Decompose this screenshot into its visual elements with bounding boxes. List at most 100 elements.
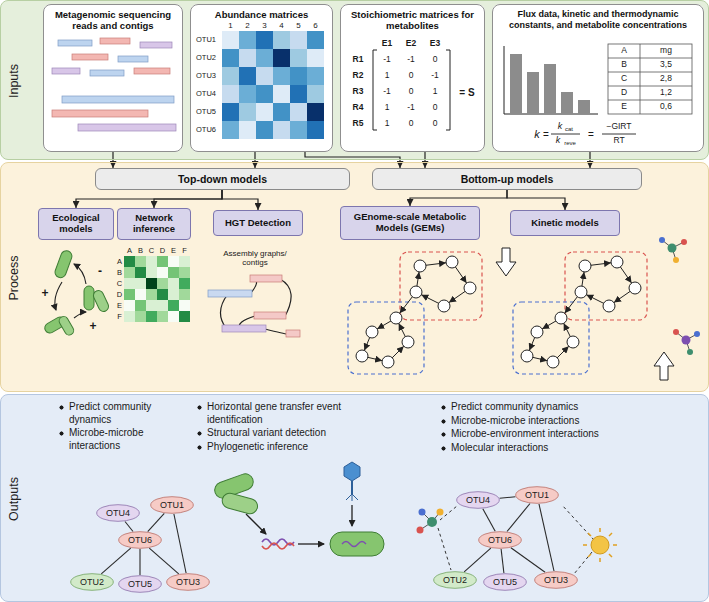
kinetic-network: [668, 244, 677, 253]
bacteria-interactions: [74, 264, 86, 284]
kinetic-network: [555, 312, 567, 324]
network-matrix: [135, 278, 146, 289]
otu-label: OTU1: [160, 500, 184, 510]
abundance-heatmap: [273, 31, 290, 49]
otu-ellipse: [457, 492, 500, 509]
connector: [125, 522, 133, 532]
network-matrix: [135, 256, 146, 267]
hgt-illustration: [330, 532, 384, 556]
kinetic-network: [496, 248, 516, 276]
bar-chart: [578, 100, 590, 114]
abundance-heatmap: [290, 103, 307, 121]
kinetic-network: [567, 336, 579, 348]
matrix-label: -1: [431, 71, 439, 80]
abundance-heatmap: [239, 121, 256, 139]
assembly-graph: [250, 275, 282, 282]
matrix-label: 1: [385, 103, 390, 112]
input-box-fill: [340, 4, 485, 152]
model-box: Kinetic models: [510, 210, 620, 236]
bar-chart: [504, 46, 598, 114]
bar-chart: [510, 54, 522, 114]
matrix-label: E1: [382, 39, 392, 48]
abundance-heatmap: [307, 103, 324, 121]
abundance-heatmap: [290, 49, 307, 67]
otu-ellipse: [535, 572, 578, 589]
connector: [464, 548, 491, 572]
abundance-heatmap: [290, 85, 307, 103]
bacteria-interactions: [74, 312, 86, 318]
connector: [174, 514, 186, 573]
network-matrix: [157, 278, 168, 289]
matrix-bracket: [373, 50, 377, 130]
matrix-label: -1: [383, 55, 391, 64]
input-box: Metagenomic sequencing reads and contigs: [43, 4, 183, 152]
otu-label: OTU5: [493, 577, 517, 587]
band-label: Inputs: [7, 64, 21, 98]
connector: [305, 152, 400, 168]
molecule-icon: [427, 517, 437, 527]
abundance-heatmap: [256, 103, 273, 121]
matrix-label: 0: [409, 87, 414, 96]
box-title: Abundance matrices: [191, 5, 332, 20]
data-table: [608, 44, 692, 114]
kinetic-network: [547, 356, 559, 368]
matrix-label: F: [182, 246, 187, 254]
otu-label: OTU2: [443, 575, 467, 585]
gem-network: [414, 260, 426, 272]
connector: [507, 190, 565, 210]
abundance-heatmap: [290, 121, 307, 139]
kinetic-network: [654, 352, 674, 380]
abundance-heatmap: [222, 85, 239, 103]
network-matrix: [179, 311, 190, 322]
abundance-heatmap: [222, 31, 239, 49]
abundance-heatmap: [222, 49, 239, 67]
abundance-heatmap: [307, 31, 324, 49]
abundance-heatmap: [290, 67, 307, 85]
kinetic-network: [575, 286, 587, 298]
network-matrix: [146, 311, 157, 322]
connector: [501, 549, 504, 573]
abundance-heatmap: [290, 31, 307, 49]
network-matrix: [157, 311, 168, 322]
matrix-label: E: [171, 246, 176, 254]
kinetic-network: [662, 240, 684, 260]
otu-label: OTU2: [80, 577, 104, 587]
otu-ellipse: [516, 487, 559, 504]
matrix-label: C: [621, 74, 627, 83]
assembly-graph: [254, 312, 286, 319]
box-title: GEnome-scale Metabolic Models (GEMs): [345, 212, 475, 234]
abundance-heatmap: [273, 85, 290, 103]
kinetic-network: [521, 256, 641, 368]
network-matrix: [135, 267, 146, 278]
box-title: Flux data, kinetic and thermodynamic con…: [493, 5, 703, 31]
hgt-illustration: [351, 481, 353, 494]
molecule-icon: [437, 509, 444, 516]
hgt-illustration: [221, 492, 260, 516]
otu-label: OTU6: [488, 535, 512, 545]
matrix-label: 0: [433, 55, 438, 64]
abundance-heatmap: [222, 103, 239, 121]
model-box: HGT Detection: [213, 210, 303, 236]
network-matrix: [124, 267, 135, 278]
bullet-item: Microbe-microbe interactions: [440, 415, 652, 428]
hgt-illustration: [212, 462, 384, 556]
otu-node: OTU3: [166, 573, 210, 591]
matrix-label: F: [117, 312, 122, 320]
otu-label: OTU3: [544, 575, 568, 585]
matrix-bracket: [373, 50, 450, 130]
sun-icon: [583, 528, 617, 562]
gem-network: [410, 286, 422, 298]
matrix-label: 2: [245, 21, 249, 30]
bar-chart: [561, 92, 573, 114]
otu-label: OTU5: [128, 579, 152, 589]
box-title: Kinetic models: [531, 218, 599, 229]
abundance-heatmap: [307, 67, 324, 85]
molecule-icon: [419, 509, 426, 516]
matrix-label: 3,5: [660, 60, 672, 69]
assembly-graph: [286, 330, 300, 337]
connector: [254, 152, 255, 168]
matrix-label: =: [543, 129, 549, 140]
hgt-illustration: [344, 462, 360, 481]
abundance-heatmap: [222, 121, 239, 139]
matrix-label: OTU6: [196, 126, 216, 134]
